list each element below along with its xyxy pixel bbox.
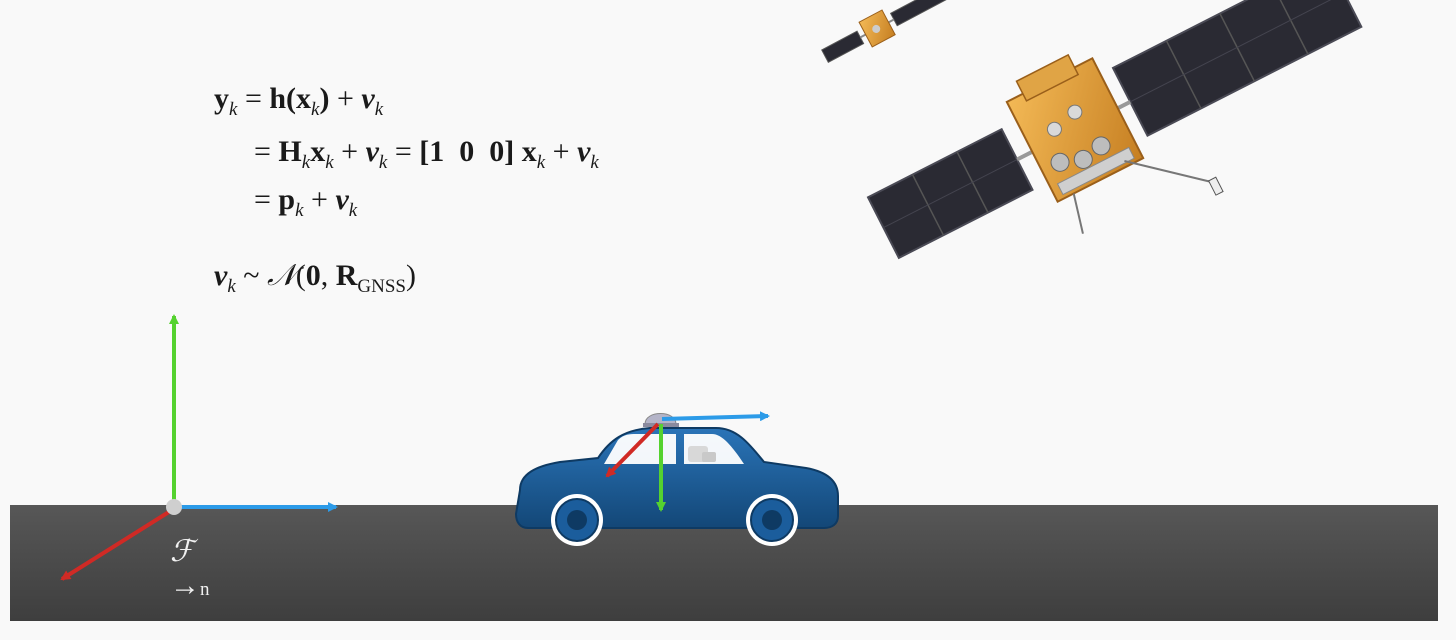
measurement-matrix: [1 0 0] (419, 135, 515, 168)
measurement-equation-line-1: yk = h(xk) + νk (214, 82, 384, 120)
navigation-frame-label: ℱ →n (170, 537, 210, 601)
car-wheel-rear (551, 494, 603, 546)
measurement-equation-line-2: = Hkxk + νk = [1 0 0] xk + νk (254, 135, 599, 173)
frame-arrow: → (170, 569, 200, 602)
frame-origin (166, 499, 182, 515)
satellite-icon (821, 0, 950, 64)
frame-symbol: ℱ (170, 535, 194, 568)
body-lateral-axis (605, 422, 660, 478)
noise-symbol: ν (361, 82, 375, 115)
body-frame-axes (605, 411, 770, 512)
car-icon (514, 427, 839, 546)
body-forward-axis (661, 411, 770, 422)
measurement-symbol: y (214, 82, 229, 115)
satellite-icon (866, 0, 1363, 260)
measurement-equation-line-3: = pk + νk (254, 183, 358, 221)
noise-distribution: νk ~ 𝒩(0, RGNSS) (214, 259, 416, 297)
frame-lateral-axis (60, 508, 174, 581)
car-wheel-front (746, 494, 798, 546)
navigation-frame-axes (60, 314, 338, 581)
frame-subscript: n (200, 579, 210, 600)
normal-distribution-symbol: 𝒩 (267, 259, 296, 292)
